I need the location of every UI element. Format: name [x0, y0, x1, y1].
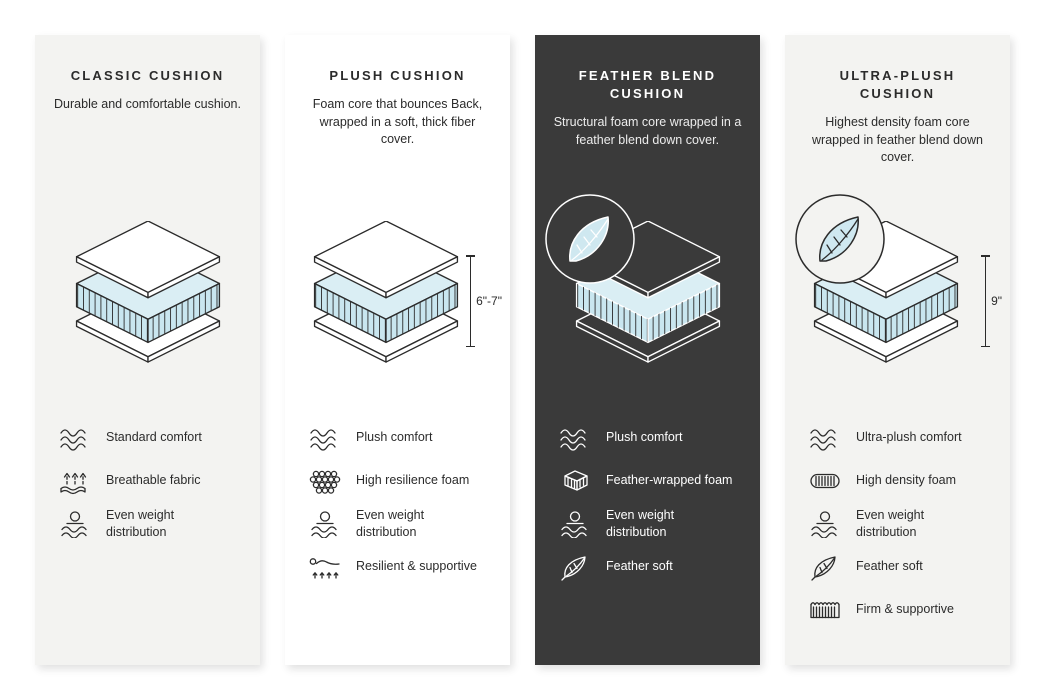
feather-badge-icon	[545, 194, 635, 284]
card-header: PLUSH CUSHION Foam core that bounces Bac…	[285, 35, 510, 169]
card-ultra-plush-cushion: ULTRA-PLUSH CUSHION Highest density foam…	[785, 35, 1010, 665]
feature-label: Even weight distribution	[106, 508, 175, 539]
even-weight-icon	[807, 510, 843, 538]
feature-list: Plush comfort High resilience foam	[285, 421, 510, 583]
cushion-illustration	[35, 169, 260, 399]
feature-label: Even weight distribution	[356, 508, 425, 539]
feature-item: Feather-wrapped foam	[557, 464, 738, 497]
recline-springs-icon	[307, 553, 343, 581]
feature-label: Firm & supportive	[856, 602, 954, 617]
feature-item: Resilient & supportive	[307, 550, 488, 583]
card-description: Foam core that bounces Back, wrapped in …	[312, 97, 483, 147]
coil-springs-icon	[807, 596, 843, 624]
waves-icon	[557, 424, 593, 452]
feature-item: Feather soft	[557, 550, 738, 583]
feature-label: Plush comfort	[606, 430, 683, 445]
feature-item: Standard comfort	[57, 421, 238, 454]
even-weight-icon	[307, 510, 343, 538]
feature-item: Even weight distribution	[807, 507, 988, 540]
card-title: FEATHER BLEND CUSHION	[578, 68, 717, 102]
height-bracket: 6"-7"	[467, 255, 502, 347]
height-bracket: 9"	[981, 255, 1002, 347]
bracket-line	[467, 255, 474, 347]
cushion-illustration: 9"	[785, 169, 1010, 399]
feature-item: High resilience foam	[307, 464, 488, 497]
feature-label: Plush comfort	[356, 430, 433, 445]
even-weight-icon	[57, 510, 93, 538]
foam-bubbles-icon	[307, 467, 343, 495]
card-header: FEATHER BLEND CUSHION Structural foam co…	[535, 35, 760, 169]
feature-item: Feather soft	[807, 550, 988, 583]
feature-list: Ultra-plush comfort High density foam Ev…	[785, 421, 1010, 626]
foam-brick-icon	[557, 467, 593, 495]
feature-label: Even weight distribution	[606, 508, 675, 539]
feature-item: Breathable fabric	[57, 464, 238, 497]
feature-label: Resilient & supportive	[356, 559, 477, 574]
feature-list: Plush comfort Feather-wrapped foam	[535, 421, 760, 583]
height-label: 6"-7"	[476, 294, 502, 308]
card-header: CLASSIC CUSHION Durable and comfortable …	[35, 35, 260, 169]
card-title: CLASSIC CUSHION	[70, 68, 225, 83]
cushion-stack-icon	[313, 221, 458, 363]
feature-item: Plush comfort	[307, 421, 488, 454]
cushion-illustration	[535, 169, 760, 399]
feature-item: Plush comfort	[557, 421, 738, 454]
bracket-line	[981, 255, 989, 347]
feature-label: Standard comfort	[106, 430, 202, 445]
card-classic-cushion: CLASSIC CUSHION Durable and comfortable …	[35, 35, 260, 665]
card-feather-blend-cushion: FEATHER BLEND CUSHION Structural foam co…	[535, 35, 760, 665]
cushion-illustration: 6"-7"	[285, 169, 510, 399]
feature-list: Standard comfort Breathable fabric Even …	[35, 421, 260, 540]
waves-icon	[807, 424, 843, 452]
feature-item: Firm & supportive	[807, 593, 988, 626]
feature-item: Even weight distribution	[57, 507, 238, 540]
even-weight-icon	[557, 510, 593, 538]
feature-label: Feather soft	[606, 559, 673, 574]
feather-icon	[557, 553, 593, 581]
feature-item: Even weight distribution	[557, 507, 738, 540]
feather-icon	[807, 553, 843, 581]
feature-label: High density foam	[856, 473, 957, 488]
card-description: Highest density foam core wrapped in fea…	[812, 115, 983, 165]
feature-item: Even weight distribution	[307, 507, 488, 540]
card-description: Structural foam core wrapped in a feathe…	[553, 115, 742, 147]
cushion-stack-icon	[75, 221, 220, 363]
card-title: ULTRA-PLUSH CUSHION	[839, 68, 956, 102]
height-label: 9"	[991, 294, 1002, 308]
waves-icon	[307, 424, 343, 452]
feature-label: Feather soft	[856, 559, 923, 574]
feature-item: Ultra-plush comfort	[807, 421, 988, 454]
feature-label: Even weight distribution	[856, 508, 925, 539]
card-header: ULTRA-PLUSH CUSHION Highest density foam…	[785, 35, 1010, 169]
card-plush-cushion: PLUSH CUSHION Foam core that bounces Bac…	[285, 35, 510, 665]
feature-label: Feather-wrapped foam	[606, 473, 733, 488]
density-lines-icon	[807, 467, 843, 495]
feature-item: High density foam	[807, 464, 988, 497]
waves-icon	[57, 424, 93, 452]
card-title: PLUSH CUSHION	[329, 68, 466, 83]
feather-badge-icon	[795, 194, 885, 284]
card-description: Durable and comfortable cushion.	[54, 97, 241, 112]
feature-label: Ultra-plush comfort	[856, 430, 962, 445]
feature-label: Breathable fabric	[106, 473, 201, 488]
breathable-fabric-icon	[57, 467, 93, 495]
feature-label: High resilience foam	[356, 473, 470, 488]
